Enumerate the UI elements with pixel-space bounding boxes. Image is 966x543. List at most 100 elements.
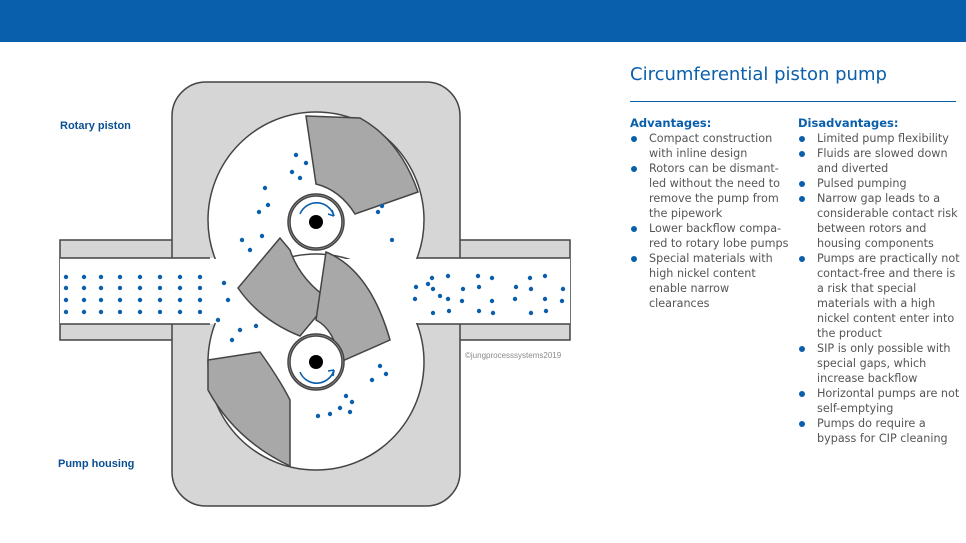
fluid-particle [542, 273, 548, 279]
advantage-item: Rotors can be dismant-led without the ne… [630, 161, 790, 221]
disadvantage-item: Limited pump flexibility [798, 131, 963, 146]
fluid-particle [197, 274, 203, 280]
fluid-particle [459, 298, 465, 304]
fluid-particle [412, 296, 418, 302]
fluid-particle [542, 296, 548, 302]
advantages-heading: Advantages: [630, 116, 712, 130]
fluid-particle [215, 317, 221, 323]
fluid-particle [81, 285, 87, 291]
rotation-arrow-bottom-icon [299, 369, 335, 384]
fluid-particle [98, 274, 104, 280]
pump-housing-label: Pump housing [58, 458, 135, 470]
fluid-particle [117, 285, 123, 291]
fluid-particle [63, 309, 69, 315]
advantages-column: Advantages: Compact construction with in… [630, 116, 790, 311]
fluid-particle [137, 309, 143, 315]
fluid-particle [259, 233, 265, 239]
fluid-particle [63, 285, 69, 291]
fluid-particle [377, 363, 383, 369]
fluid-particle [117, 274, 123, 280]
fluid-particle [63, 297, 69, 303]
fluid-particle [369, 377, 375, 383]
disadvantages-heading: Disadvantages: [798, 116, 899, 130]
fluid-particle [349, 399, 355, 405]
top-banner [0, 0, 966, 42]
fluid-particle [289, 169, 295, 175]
fluid-particle [445, 296, 451, 302]
fluid-particle [197, 285, 203, 291]
fluid-particle [383, 371, 389, 377]
fluid-particle [446, 308, 452, 314]
disadvantage-item: Pumps are practically not contact-free a… [798, 251, 963, 341]
fluid-particle [297, 175, 303, 181]
fluid-particles [63, 152, 566, 419]
fluid-particle [265, 202, 271, 208]
fluid-particle [303, 160, 309, 166]
fluid-particle [527, 275, 533, 281]
fluid-particle [347, 409, 353, 415]
fluid-particle [490, 310, 496, 316]
fluid-particle [430, 310, 436, 316]
fluid-particle [460, 286, 466, 292]
advantage-item: Lower backflow compa-red to rotary lobe … [630, 221, 790, 251]
fluid-particle [239, 237, 245, 243]
fluid-particle [225, 297, 231, 303]
fluid-particle [247, 247, 253, 253]
fluid-particle [221, 280, 227, 286]
fluid-particle [262, 185, 268, 191]
fluid-particle [437, 293, 443, 299]
fluid-particle [177, 297, 183, 303]
fluid-particle [253, 323, 259, 329]
fluid-particle [117, 309, 123, 315]
fluid-particle [157, 285, 163, 291]
fluid-particle [429, 275, 435, 281]
fluid-particle [137, 274, 143, 280]
fluid-particle [475, 273, 481, 279]
fluid-particle [177, 274, 183, 280]
advantage-item: Compact construction with inline design [630, 131, 790, 161]
fluid-particle [81, 297, 87, 303]
fluid-particle [413, 284, 419, 290]
fluid-particle [237, 327, 243, 333]
advantage-item: Special materials with high nickel conte… [630, 251, 790, 311]
fluid-particle [476, 308, 482, 314]
fluid-particle [98, 297, 104, 303]
disadvantage-item: SIP is only possible with special gaps, … [798, 341, 963, 386]
fluid-particle [425, 281, 431, 287]
fluid-particle [137, 297, 143, 303]
fluid-particle [337, 405, 343, 411]
page-title: Circumferential piston pump [630, 64, 887, 85]
fluid-particle [489, 298, 495, 304]
title-divider [630, 101, 956, 102]
fluid-particle [528, 286, 534, 292]
fluid-particle [197, 297, 203, 303]
fluid-particle [293, 152, 299, 158]
fluid-particle [528, 310, 534, 316]
fluid-particle [63, 274, 69, 280]
fluid-particle [137, 285, 143, 291]
fluid-particle [81, 274, 87, 280]
fluid-particle [81, 309, 87, 315]
fluid-particle [177, 285, 183, 291]
fluid-particle [256, 209, 262, 215]
disadvantage-item: Pumps do require a bypass for CIP cleani… [798, 416, 963, 446]
fluid-particle [229, 337, 235, 343]
fluid-particle [157, 297, 163, 303]
fluid-particle [177, 309, 183, 315]
copyright-note: ©jungprocesssystems2019 [465, 351, 562, 360]
fluid-particle [375, 209, 381, 215]
fluid-particle [389, 237, 395, 243]
fluid-particle [117, 297, 123, 303]
fluid-particle [157, 309, 163, 315]
fluid-particle [379, 203, 385, 209]
fluid-particle [327, 411, 333, 417]
disadvantage-item: Fluids are slowed down and diverted [798, 146, 963, 176]
fluid-particle [559, 298, 565, 304]
disadvantage-item: Narrow gap leads to a considerable conta… [798, 191, 963, 251]
disadvantage-item: Pulsed pumping [798, 176, 963, 191]
fluid-particle [98, 309, 104, 315]
fluid-particle [489, 275, 495, 281]
